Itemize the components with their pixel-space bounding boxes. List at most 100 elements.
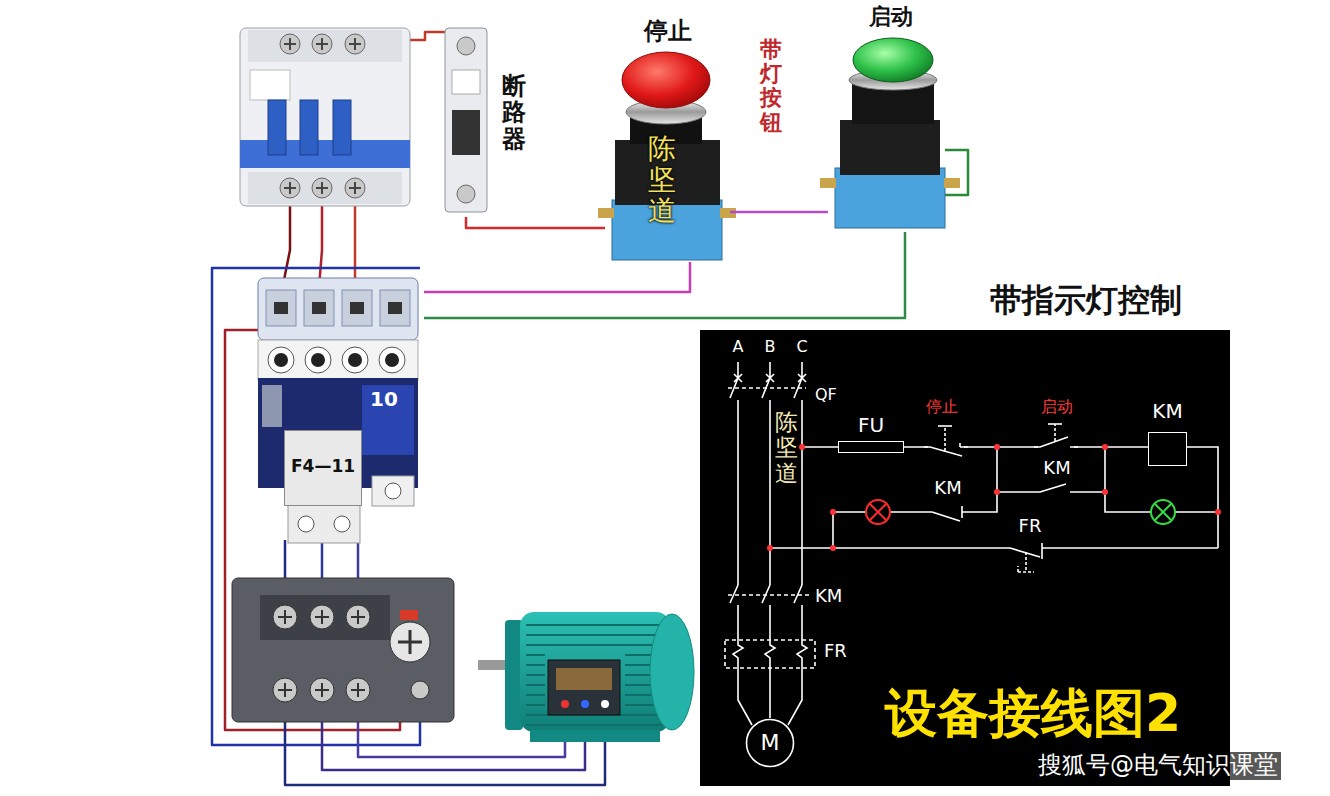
contactor-body xyxy=(348,353,362,367)
contactor-body xyxy=(334,516,350,532)
junction-dot xyxy=(994,444,1000,450)
contactor: 10F4—11 xyxy=(252,272,424,504)
thermal-relay xyxy=(398,630,422,654)
contact-patch xyxy=(928,440,964,460)
model-label: F4—11 xyxy=(291,457,355,477)
schematic-line xyxy=(733,640,807,668)
contactor-body xyxy=(379,347,405,373)
pushbutton-contact xyxy=(1054,424,1056,441)
motor xyxy=(526,625,664,725)
schematic-line xyxy=(730,362,742,585)
motor xyxy=(520,612,670,732)
junction-dot xyxy=(994,444,1108,450)
contactor-body xyxy=(380,290,410,326)
phase-label: C xyxy=(796,338,807,356)
fuse-symbol: FU xyxy=(838,414,904,458)
contactor-body xyxy=(268,347,294,373)
contact-patch xyxy=(1038,430,1074,450)
thermal-relay xyxy=(278,610,365,697)
junction-dot xyxy=(830,545,836,551)
symbol-label: M xyxy=(761,730,780,755)
button-label: 启动 xyxy=(869,4,913,29)
schematic-line xyxy=(770,543,1218,559)
schematic-line xyxy=(725,640,815,668)
schematic-line xyxy=(1105,492,1218,512)
button-label: 停止 xyxy=(644,18,692,46)
motor xyxy=(478,612,694,742)
junction-dot xyxy=(767,545,773,551)
stop-button-body xyxy=(598,52,736,260)
breaker-component: 断路器 xyxy=(440,25,535,217)
breaker-label: 断路器 xyxy=(502,73,526,152)
schematic-line xyxy=(1018,552,1034,572)
three-pole-breaker xyxy=(240,140,410,168)
motor xyxy=(548,660,620,715)
start-button-body xyxy=(840,120,940,175)
contactor-body xyxy=(312,302,326,314)
wire-connector xyxy=(424,262,690,292)
contactor-body xyxy=(385,353,399,367)
motor-symbol: M xyxy=(745,718,795,768)
contactor-body xyxy=(350,302,364,314)
junction-dot xyxy=(1215,509,1221,515)
contactor-body xyxy=(342,347,368,373)
schematic-line xyxy=(833,492,997,521)
symbol-label: QF xyxy=(815,386,837,404)
contact-label: 启动 xyxy=(1041,398,1073,416)
contactor-body xyxy=(385,483,401,499)
contact-label: KM xyxy=(815,586,842,607)
contactor-body xyxy=(311,353,325,367)
schematic-line xyxy=(802,446,838,448)
contactor-body xyxy=(342,290,372,326)
contactor-body xyxy=(258,278,418,543)
relay-label: FR xyxy=(824,641,847,662)
contact-label: KM xyxy=(1043,458,1070,479)
single-pole-breaker xyxy=(457,185,475,203)
junction-dot xyxy=(799,444,805,450)
start-button-body xyxy=(820,178,836,188)
motor xyxy=(556,668,612,690)
three-pole-breaker xyxy=(333,100,351,155)
schematic-line xyxy=(997,447,1105,492)
symbol-label: FU xyxy=(858,414,884,437)
single-pole-breaker xyxy=(452,110,480,155)
phase-label: B xyxy=(765,338,776,356)
schematic-line xyxy=(870,504,886,520)
motor xyxy=(581,700,589,708)
thermal-relay xyxy=(400,610,418,620)
schematic-line xyxy=(762,362,774,585)
contactor-body xyxy=(262,385,282,427)
stop-button-body xyxy=(598,208,614,218)
contactor-body xyxy=(304,290,334,326)
wire-connector xyxy=(730,211,828,214)
motor xyxy=(650,614,694,730)
three-pole-breaker xyxy=(248,30,402,62)
thermal-relay xyxy=(232,578,454,722)
start-button-body xyxy=(820,38,960,228)
junction-dot xyxy=(994,489,1000,495)
motor-circle xyxy=(747,720,794,767)
single-pole-breaker xyxy=(445,28,487,212)
contactor-body xyxy=(362,385,414,455)
watermark: 陈坚道 xyxy=(775,410,798,486)
fuse-body xyxy=(838,441,904,453)
auxiliary-contact-block: F4—11 xyxy=(284,430,362,506)
three-pole-breaker xyxy=(250,70,290,100)
schematic-line xyxy=(866,500,890,524)
three-pole-breaker xyxy=(240,28,410,206)
contactor-body xyxy=(372,476,414,506)
thermal-relay xyxy=(411,681,429,699)
junction-dot xyxy=(1102,444,1108,450)
motor xyxy=(601,700,609,708)
pushbutton-contact xyxy=(1048,423,1062,425)
three-pole-breaker xyxy=(300,100,318,155)
symbol-label: KM xyxy=(1152,400,1182,423)
single-pole-breaker xyxy=(445,28,487,212)
stop-button-body xyxy=(622,52,710,108)
contactor-body xyxy=(274,302,288,314)
contactor-body xyxy=(274,353,288,367)
